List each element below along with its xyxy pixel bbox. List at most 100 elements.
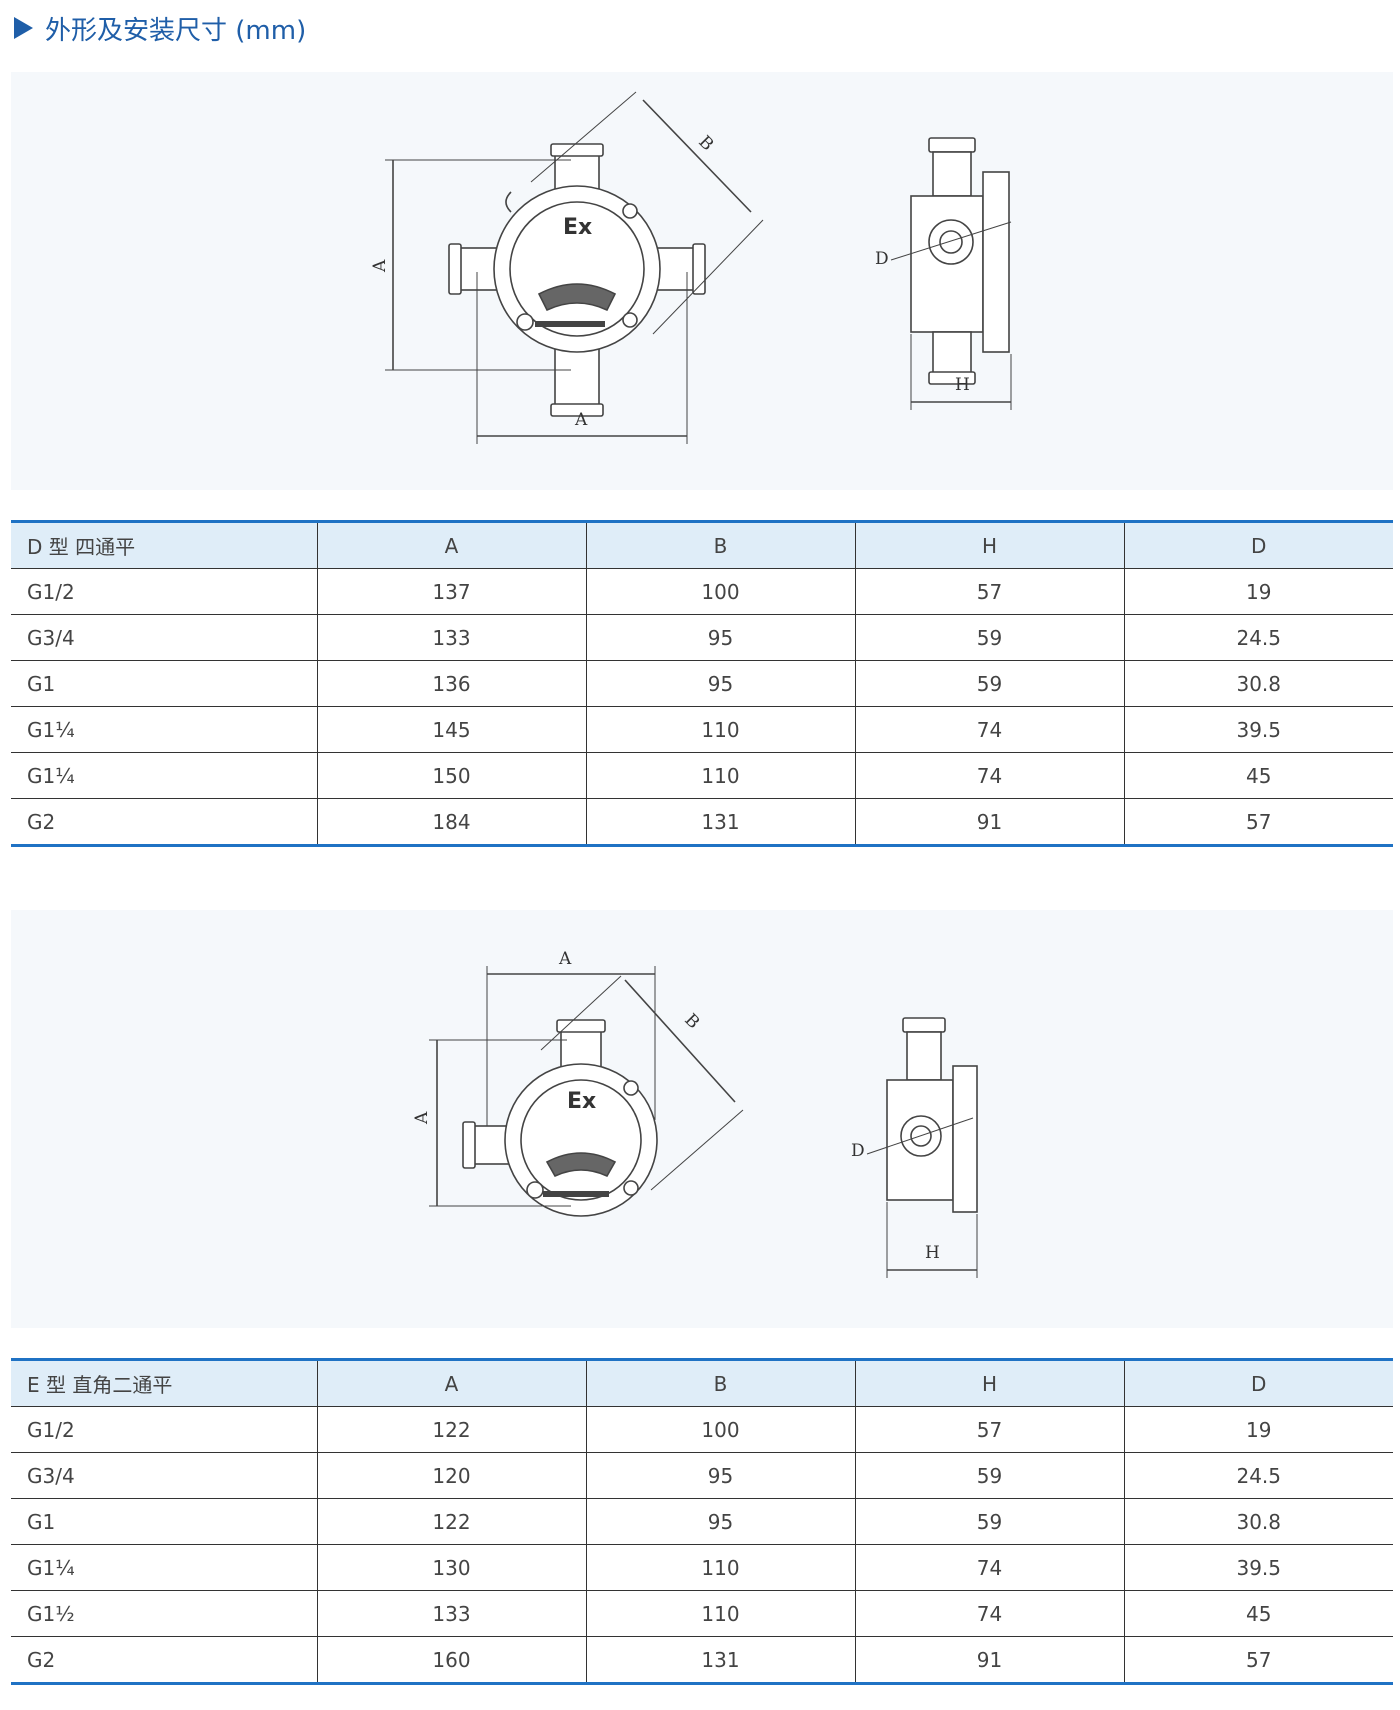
spec-table-e-type: E 型 直角二通平 A B H D G1/2 122 100 57 19 G3/… — [11, 1358, 1393, 1685]
table-row: G3/4 120 95 59 24.5 — [11, 1452, 1393, 1499]
table-row: G1¼ 145 110 74 39.5 — [11, 706, 1393, 753]
dim-a-vertical: A — [412, 1111, 432, 1125]
table-cell: 59 — [855, 1452, 1125, 1499]
table-row: G2 160 131 91 57 — [11, 1636, 1393, 1684]
table-cell: 120 — [317, 1452, 587, 1499]
triangle-bullet-icon — [14, 17, 33, 39]
table-cell: G1/2 — [11, 1406, 318, 1453]
table-cell: G2 — [11, 1636, 318, 1684]
table-cell: G2 — [11, 798, 318, 846]
table-cell: G1¼ — [11, 706, 318, 753]
table-cell: 122 — [317, 1498, 587, 1545]
table-row: G1 122 95 59 30.8 — [11, 1498, 1393, 1545]
header-cell: A — [317, 521, 587, 569]
dim-a-horizontal: A — [558, 949, 572, 969]
table-cell: 95 — [586, 1452, 856, 1499]
table-cell: 150 — [317, 752, 587, 799]
table-cell: 91 — [855, 1636, 1125, 1684]
table-cell: 59 — [855, 614, 1125, 661]
table-cell: 45 — [1124, 752, 1393, 799]
table-cell: 136 — [317, 660, 587, 707]
table-cell: 24.5 — [1124, 1452, 1393, 1499]
table-cell: G3/4 — [11, 1452, 318, 1499]
table-cell: 59 — [855, 660, 1125, 707]
table-cell: 160 — [317, 1636, 587, 1684]
table-cell: 131 — [586, 798, 856, 846]
table-cell: 95 — [586, 1498, 856, 1545]
dim-h: H — [925, 1243, 940, 1263]
drawing-panel-d-type: Ex A A B D — [11, 72, 1393, 490]
table-cell: 59 — [855, 1498, 1125, 1545]
page-title: 外形及安装尺寸 (mm) — [14, 8, 306, 48]
dim-b: B — [680, 1010, 703, 1033]
table-cell: 45 — [1124, 1590, 1393, 1637]
spec-table-d-type: D 型 四通平 A B H D G1/2 137 100 57 19 G3/4 … — [11, 520, 1393, 847]
technical-drawing-e-type: Ex A A B D — [412, 949, 978, 1278]
table-cell: 19 — [1124, 1406, 1393, 1453]
table-cell: 100 — [586, 568, 856, 615]
table-cell: 39.5 — [1124, 706, 1393, 753]
table-cell: G1/2 — [11, 568, 318, 615]
header-cell: D 型 四通平 — [11, 521, 318, 569]
table-cell: 19 — [1124, 568, 1393, 615]
header-cell: B — [586, 521, 856, 569]
table-cell: G1 — [11, 1498, 318, 1545]
dim-b: B — [694, 132, 717, 155]
header-cell: E 型 直角二通平 — [11, 1359, 318, 1407]
table-cell: 74 — [855, 1590, 1125, 1637]
header-cell: H — [855, 521, 1125, 569]
table-cell: 137 — [317, 568, 587, 615]
table-header: E 型 直角二通平 A B H D — [11, 1359, 1393, 1407]
table-cell: 95 — [586, 614, 856, 661]
table-cell: 74 — [855, 752, 1125, 799]
table-cell: 100 — [586, 1406, 856, 1453]
table-cell: 145 — [317, 706, 587, 753]
table-cell: 74 — [855, 1544, 1125, 1591]
table-header: D 型 四通平 A B H D — [11, 521, 1393, 569]
table-cell: G1 — [11, 660, 318, 707]
table-row: G3/4 133 95 59 24.5 — [11, 614, 1393, 661]
side-view: D H — [875, 137, 1012, 410]
table-cell: G1¼ — [11, 1544, 318, 1591]
ex-mark: Ex — [567, 1089, 596, 1114]
table-cell: 30.8 — [1124, 660, 1393, 707]
dim-h: H — [955, 375, 970, 395]
table-cell: 39.5 — [1124, 1544, 1393, 1591]
table-cell: 131 — [586, 1636, 856, 1684]
table-row: G1¼ 150 110 74 45 — [11, 752, 1393, 799]
dim-a-horizontal: A — [574, 410, 588, 430]
table-cell: 110 — [586, 706, 856, 753]
ex-mark: Ex — [563, 215, 592, 240]
dim-d: D — [851, 1141, 865, 1161]
table-cell: 57 — [855, 1406, 1125, 1453]
table-cell: G1½ — [11, 1590, 318, 1637]
table-row: G1/2 137 100 57 19 — [11, 568, 1393, 615]
table-cell: 30.8 — [1124, 1498, 1393, 1545]
table-cell: 74 — [855, 706, 1125, 753]
side-view: D H — [851, 1017, 978, 1278]
table-row: G1 136 95 59 30.8 — [11, 660, 1393, 707]
table-cell: 91 — [855, 798, 1125, 846]
dim-d: D — [875, 249, 889, 269]
header-cell: D — [1124, 521, 1393, 569]
table-cell: 184 — [317, 798, 587, 846]
header-cell: B — [586, 1359, 856, 1407]
table-cell: 110 — [586, 752, 856, 799]
table-cell: 110 — [586, 1590, 856, 1637]
table-cell: 57 — [1246, 1647, 1272, 1672]
front-view: Ex A A B — [370, 91, 764, 444]
header-cell: D — [1124, 1359, 1393, 1407]
table-row: G1/2 122 100 57 19 — [11, 1406, 1393, 1453]
drawing-panel-e-type: Ex A A B D — [11, 910, 1393, 1328]
header-cell: A — [317, 1359, 587, 1407]
table-cell: 57 — [1246, 809, 1272, 834]
technical-drawing-d-type: Ex A A B D — [370, 91, 1012, 444]
table-cell: 133 — [317, 614, 587, 661]
table-cell: 130 — [317, 1544, 587, 1591]
table-row: G2 184 131 91 57 — [11, 798, 1393, 846]
header-cell: H — [855, 1359, 1125, 1407]
table-cell: 133 — [317, 1590, 587, 1637]
page-title-text: 外形及安装尺寸 (mm) — [45, 15, 307, 46]
table-cell: 95 — [586, 660, 856, 707]
table-cell: 110 — [586, 1544, 856, 1591]
